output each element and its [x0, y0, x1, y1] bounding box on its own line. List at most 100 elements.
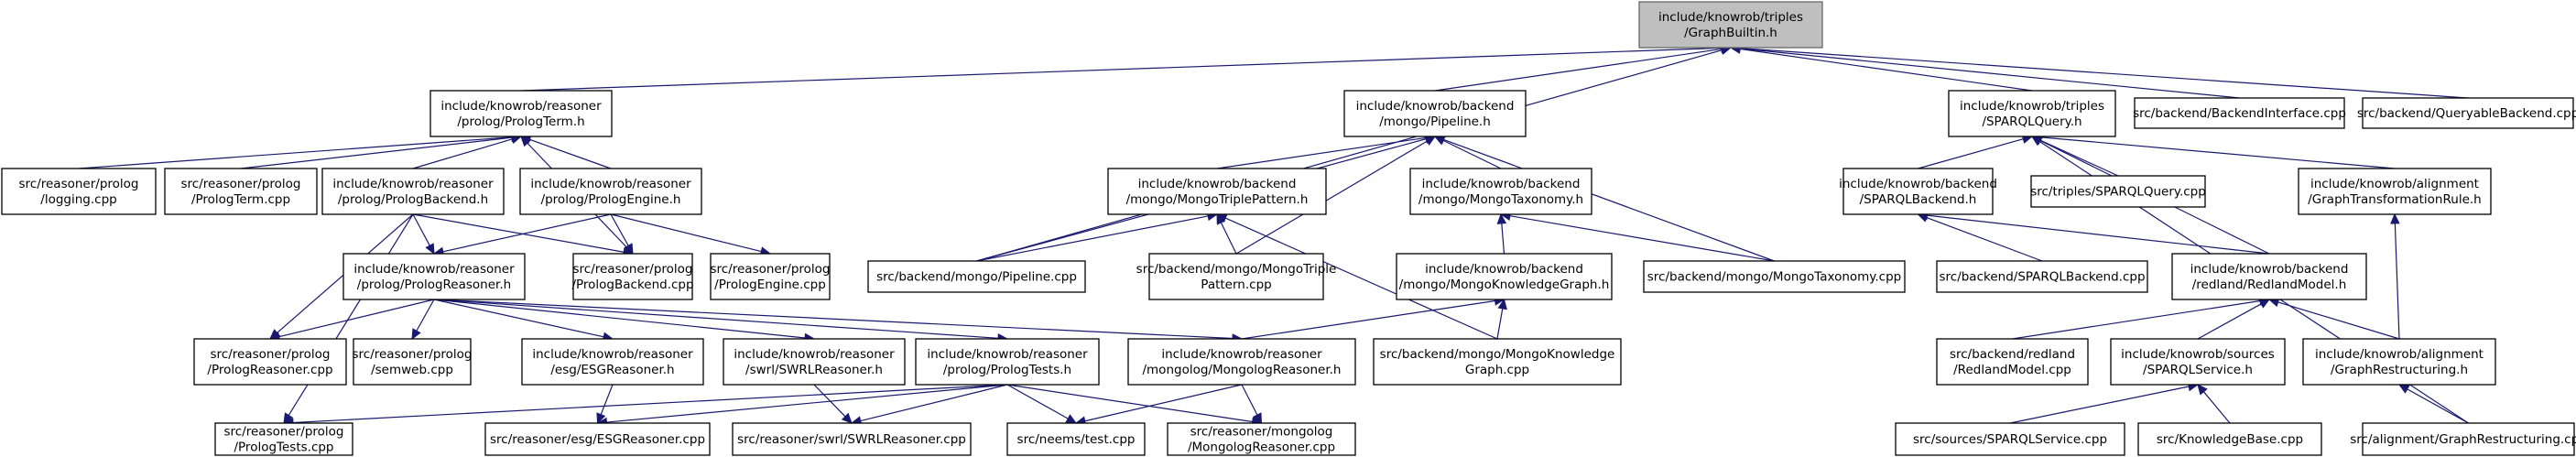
node-label-line: include/knowrob/backend: [1425, 262, 1583, 277]
node-box: [1396, 253, 1613, 300]
node-n3[interactable]: include/knowrob/triples/SPARQLQuery.h: [1948, 90, 2116, 137]
node-box: [2137, 422, 2322, 456]
node-label-line: /GraphTransformationRule.h: [2308, 192, 2481, 207]
edge-n11-to-n2: [1442, 139, 1502, 169]
node-n27[interactable]: include/knowrob/reasoner/swrl/SWRLReason…: [723, 338, 906, 386]
node-n33[interactable]: include/knowrob/alignment/GraphRestructu…: [2302, 338, 2496, 386]
node-box: [2362, 422, 2575, 456]
node-box: [353, 338, 472, 386]
edge-n18-to-n10: [976, 215, 1209, 262]
node-n16[interactable]: src/reasoner/prolog/PrologBackend.cpp: [571, 253, 694, 300]
node-n37[interactable]: src/neems/test.cpp: [1006, 422, 1146, 456]
node-n21[interactable]: src/backend/mongo/MongoTaxonomy.cpp: [1643, 260, 1906, 293]
node-n4[interactable]: src/backend/BackendInterface.cpp: [2133, 97, 2346, 129]
node-label-line: /GraphBuiltin.h: [1684, 26, 1777, 40]
node-n24[interactable]: src/reasoner/prolog/PrologReasoner.cpp: [193, 338, 347, 386]
node-label-line: include/knowrob/sources: [2121, 347, 2275, 362]
node-box: [342, 253, 526, 300]
node-label-line: include/knowrob/backend: [2190, 262, 2349, 277]
edge-n8-to-n34: [288, 213, 414, 416]
node-n11[interactable]: include/knowrob/backend/mongo/MongoTaxon…: [1409, 168, 1592, 215]
node-n38[interactable]: src/reasoner/mongolog/MongologReasoner.c…: [1167, 422, 1356, 456]
node-box: [1006, 422, 1146, 456]
edge-n39-to-n32: [2009, 386, 2190, 424]
edge-n9-to-n17: [610, 213, 762, 253]
edge-n4-to-n0: [1739, 48, 2240, 99]
node-n2[interactable]: include/knowrob/backend/mongo/Pipeline.h: [1343, 90, 1527, 137]
node-n13[interactable]: src/triples/SPARQLQuery.cpp: [2030, 175, 2206, 208]
arrowhead-n8-to-n34: [283, 412, 294, 425]
node-n10[interactable]: include/knowrob/backend/mongo/MongoTripl…: [1107, 168, 1327, 215]
edge-n31-to-n23: [2012, 299, 2261, 340]
node-n5[interactable]: src/backend/QueryableBackend.cpp: [2357, 97, 2576, 129]
node-n19[interactable]: src/backend/mongo/MongoTriplePattern.cpp: [1136, 253, 1337, 300]
node-box: [2030, 175, 2206, 208]
node-label-line: /SPARQLBackend.h: [1860, 192, 1977, 207]
node-n35[interactable]: src/reasoner/esg/ESGReasoner.cpp: [484, 422, 711, 456]
node-label-line: /prolog/PrologReasoner.h: [357, 277, 511, 292]
edge-n30-to-n20: [1496, 308, 1504, 340]
node-label-line: include/knowrob/reasoner: [532, 347, 693, 362]
node-n12[interactable]: include/knowrob/backend/SPARQLBackend.h: [1839, 168, 1997, 215]
node-label-line: include/knowrob/reasoner: [440, 99, 602, 114]
node-n28[interactable]: include/knowrob/reasoner/prolog/PrologTe…: [915, 338, 1100, 386]
node-n9[interactable]: include/knowrob/reasoner/prolog/PrologEn…: [519, 168, 702, 215]
node-label-line: /MongologReasoner.cpp: [1188, 440, 1335, 454]
node-box: [1409, 168, 1592, 215]
node-label-line: src/reasoner/esg/ESGReasoner.cpp: [490, 432, 705, 447]
node-n17[interactable]: src/reasoner/prolog/PrologEngine.cpp: [710, 253, 831, 300]
node-label-line: /SPARQLQuery.h: [1982, 114, 2081, 129]
node-label-line: /prolog/PrologBackend.h: [338, 192, 488, 207]
node-label-line: src/backend/mongo/MongoTriple: [1136, 262, 1337, 277]
edge-n29-to-n38: [1241, 384, 1258, 416]
node-n0[interactable]: include/knowrob/triples/GraphBuiltin.h: [1638, 1, 1823, 49]
edge-n28-to-n36: [860, 384, 1008, 422]
node-n20[interactable]: include/knowrob/backend/mongo/MongoKnowl…: [1396, 253, 1613, 300]
node-n31[interactable]: src/backend/redland/RedlandModel.cpp: [1936, 338, 2089, 386]
node-box: [572, 253, 693, 300]
arrowhead-n19-to-n2: [1424, 136, 1437, 146]
node-n39[interactable]: src/sources/SPARQLService.cpp: [1895, 422, 2125, 456]
arrowhead-n32-to-n23: [2258, 299, 2271, 309]
node-n29[interactable]: include/knowrob/reasoner/mongolog/Mongol…: [1127, 338, 1356, 386]
node-box: [2298, 168, 2492, 215]
node-n30[interactable]: src/backend/mongo/MongoKnowledgeGraph.cp…: [1373, 338, 1622, 386]
node-n34[interactable]: src/reasoner/prolog/PrologTests.cpp: [214, 422, 353, 456]
node-n18[interactable]: src/backend/mongo/Pipeline.cpp: [867, 260, 1086, 293]
node-box: [1373, 338, 1622, 386]
node-n23[interactable]: include/knowrob/backend/redland/RedlandM…: [2171, 253, 2367, 300]
node-n32[interactable]: include/knowrob/sources/SPARQLService.h: [2110, 338, 2286, 386]
node-n6[interactable]: src/reasoner/prolog/logging.cpp: [1, 168, 157, 215]
edge-n30-to-n10: [1224, 217, 1498, 340]
node-label-line: src/reasoner/prolog: [210, 347, 330, 362]
node-label-line: src/backend/SPARQLBackend.cpp: [1939, 269, 2145, 284]
node-box: [1, 168, 157, 215]
edge-n33-to-n14: [2394, 223, 2400, 340]
node-n15[interactable]: include/knowrob/reasoner/prolog/PrologRe…: [342, 253, 526, 300]
node-box: [732, 422, 972, 456]
node-n14[interactable]: include/knowrob/alignment/GraphTransform…: [2298, 168, 2492, 215]
node-n1[interactable]: include/knowrob/reasoner/prolog/PrologTe…: [429, 90, 613, 137]
node-n8[interactable]: include/knowrob/reasoner/prolog/PrologBa…: [321, 168, 505, 215]
node-box: [1107, 168, 1327, 215]
edge-n3-to-n0: [1739, 48, 2033, 92]
node-label-line: /semweb.cpp: [371, 363, 453, 377]
node-box: [1936, 338, 2089, 386]
node-n41[interactable]: src/alignment/GraphRestructuring.cpp: [2350, 422, 2576, 456]
edge-n23-to-n12: [1927, 214, 2270, 255]
node-box: [521, 338, 704, 386]
node-n7[interactable]: src/reasoner/prolog/PrologTerm.cpp: [164, 168, 318, 215]
edge-n28-to-n37: [1006, 384, 1069, 419]
arrowhead-n9-to-n16: [624, 243, 634, 256]
node-label-line: /PrologTests.cpp: [234, 440, 333, 454]
node-n26[interactable]: include/knowrob/reasoner/esg/ESGReasoner…: [521, 338, 704, 386]
node-n40[interactable]: src/KnowledgeBase.cpp: [2137, 422, 2322, 456]
node-n22[interactable]: src/backend/SPARQLBackend.cpp: [1936, 260, 2148, 293]
node-label-line: /RedlandModel.cpp: [1953, 363, 2071, 377]
node-n36[interactable]: src/reasoner/swrl/SWRLReasoner.cpp: [732, 422, 972, 456]
node-box: [1895, 422, 2125, 456]
node-label-line: include/knowrob/backend: [1839, 177, 1997, 191]
edge-n29-to-n37: [1084, 384, 1243, 422]
node-n25[interactable]: src/reasoner/prolog/semweb.cpp: [352, 338, 473, 386]
node-label-line: include/knowrob/alignment: [2315, 347, 2484, 362]
